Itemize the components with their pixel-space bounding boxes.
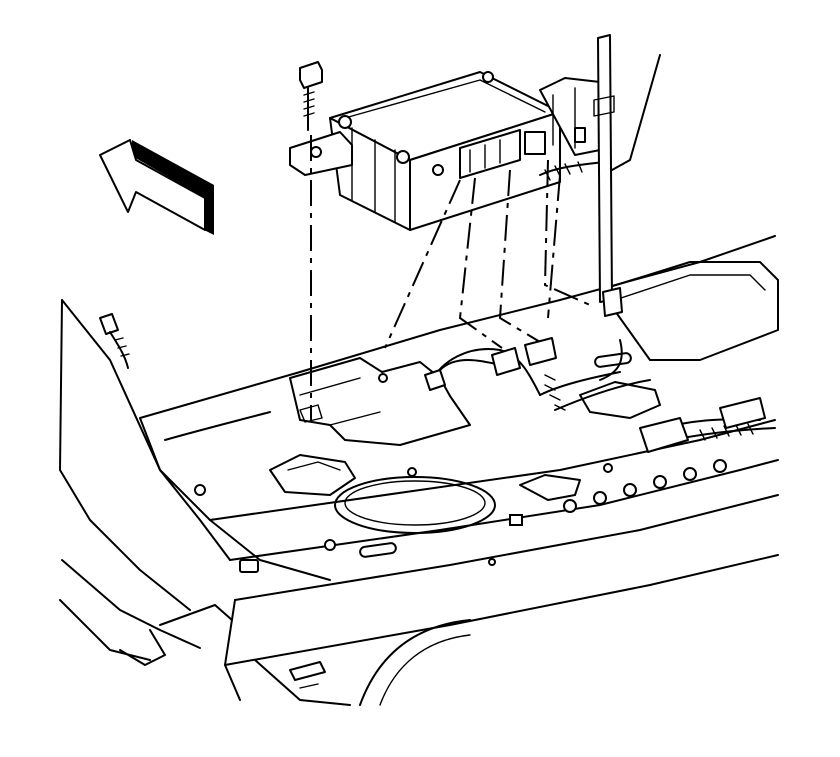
installation-guide-lines	[310, 135, 591, 420]
direction-arrow-icon	[99, 139, 214, 235]
floor-pan	[59, 235, 779, 706]
left-connector	[99, 313, 130, 369]
ground-strap	[593, 34, 661, 317]
wiring-harness	[424, 161, 776, 453]
module-mounting-bracket	[289, 357, 471, 446]
inflatable-restraint-module	[329, 71, 601, 231]
mounting-bolt	[299, 61, 323, 131]
